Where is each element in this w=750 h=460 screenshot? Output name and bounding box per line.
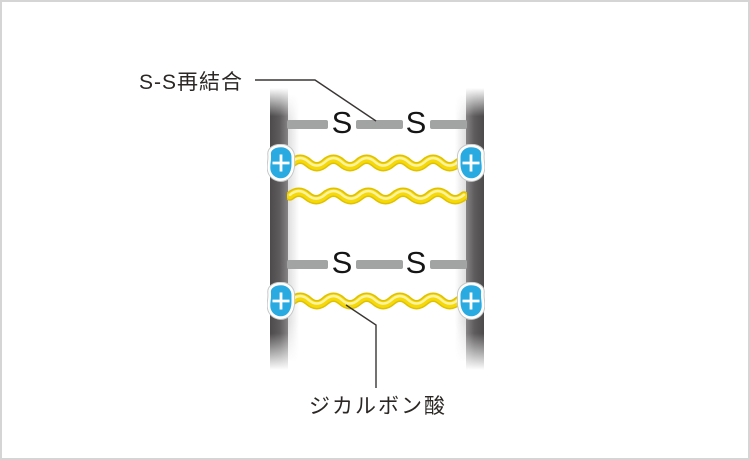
inner-shadow-right [455, 94, 466, 362]
plus-badge [457, 144, 485, 182]
plus-icon [462, 154, 480, 172]
hair-strand-right [466, 88, 484, 370]
dicarboxylic-acid-wave [289, 292, 461, 310]
sulfur-label: S [331, 105, 353, 140]
plus-icon [462, 292, 480, 310]
ss-rebond-label: S-S再結合 [139, 71, 244, 94]
hair-strand-left [270, 88, 288, 370]
sulfur-label: S [405, 245, 427, 280]
inner-shadow-left [288, 94, 299, 362]
ss-bond-segment [430, 120, 467, 129]
ss-bond-segment [287, 260, 328, 269]
plus-icon [272, 154, 290, 172]
ss-bond-segment [356, 120, 403, 129]
ss-bond-segment [356, 260, 403, 269]
dicarboxylic-acid-label: ジカルボン酸 [309, 395, 447, 418]
dicarboxylic-acid-wave [287, 187, 467, 205]
leader-line-dicarboxylic-acid [345, 304, 377, 388]
sulfur-label: S [405, 105, 427, 140]
sulfur-label: S [331, 245, 353, 280]
ss-bond-segment [287, 120, 328, 129]
dicarboxylic-acid-wave [289, 154, 461, 172]
ss-bond-segment [430, 260, 467, 269]
plus-badge [267, 144, 295, 182]
plus-icon [272, 292, 290, 310]
plus-badge [457, 282, 485, 320]
plus-badge [267, 282, 295, 320]
